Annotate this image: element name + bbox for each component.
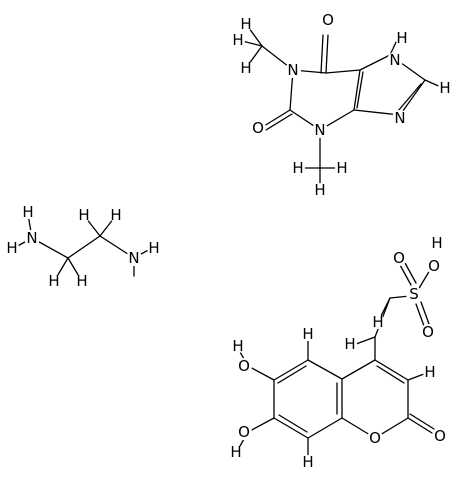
atom-h-oh7: H	[229, 443, 243, 461]
coumarin-sulfonic-acid-molecule: H H S O O O H H H O H O O H O H	[229, 234, 448, 471]
svg-text:H: H	[424, 363, 435, 381]
atom-h-n7: H	[395, 29, 409, 47]
svg-text:O: O	[238, 423, 250, 441]
atom-h-c2-b: H	[109, 206, 123, 224]
svg-text:H: H	[431, 234, 442, 252]
atom-h-me1-c: H	[239, 59, 253, 77]
theophylline-atoms: N H N N N O O H H H H H H H	[231, 11, 452, 199]
atom-o-sulfonyl-top: O	[391, 249, 407, 267]
svg-text:O: O	[428, 257, 440, 275]
atom-o2: O	[250, 119, 266, 137]
svg-text:H: H	[396, 29, 407, 47]
svg-text:H: H	[240, 59, 251, 77]
svg-text:H: H	[240, 15, 251, 33]
atom-n1-en: N	[24, 229, 40, 247]
atom-n1: N	[285, 61, 301, 79]
coumarin-atoms: H H S O O O H H H O H O O H O H	[229, 234, 448, 471]
svg-text:H: H	[6, 239, 17, 257]
atom-h-c3: H	[423, 363, 437, 381]
theophylline-molecule: N H N N N O O H H H H H H H	[231, 11, 452, 199]
svg-text:O: O	[369, 429, 381, 447]
ethylenediamine-atoms: H N H H H H H N H	[5, 203, 161, 290]
atom-h-c2-a: H	[77, 206, 91, 224]
svg-text:O: O	[238, 357, 250, 375]
atom-h-c8: H	[438, 79, 452, 97]
atom-h-c1-a: H	[47, 272, 61, 290]
svg-text:N: N	[314, 121, 325, 139]
svg-text:N: N	[128, 249, 139, 267]
svg-text:S: S	[409, 285, 419, 303]
atom-o-sulfonyl-bottom: O	[420, 323, 436, 341]
svg-text:H: H	[230, 443, 241, 461]
svg-text:H: H	[314, 181, 325, 199]
svg-text:O: O	[252, 119, 264, 137]
atom-o6-hydroxyl: O	[236, 357, 252, 375]
svg-text:O: O	[393, 249, 405, 267]
atom-h-n1-b: H	[5, 239, 19, 257]
atom-h-ch2-b: H	[371, 313, 385, 331]
svg-text:H: H	[76, 272, 87, 290]
svg-text:H: H	[302, 325, 313, 343]
svg-text:H: H	[336, 159, 347, 177]
atom-h-me3-a: H	[291, 159, 305, 177]
svg-text:H: H	[439, 79, 450, 97]
atom-h-c5: H	[301, 325, 315, 343]
svg-text:O: O	[422, 323, 434, 341]
atom-n7: N	[387, 51, 403, 69]
atom-n9: N	[392, 109, 408, 127]
atom-h-n1-a: H	[21, 203, 35, 221]
atom-o6: O	[320, 11, 336, 29]
atom-s: S	[406, 285, 422, 303]
coumarin-bonds	[239, 262, 435, 459]
svg-text:N: N	[287, 61, 298, 79]
atom-h-me3-b: H	[335, 159, 349, 177]
atom-h-ch2-a: H	[343, 335, 357, 353]
svg-text:H: H	[344, 335, 355, 353]
svg-text:H: H	[372, 313, 383, 331]
atom-o-hydroxyl-s: O	[426, 257, 442, 275]
svg-text:H: H	[232, 31, 243, 49]
atom-h-so3h: H	[431, 234, 442, 252]
svg-text:H: H	[48, 272, 59, 290]
svg-text:N: N	[389, 51, 400, 69]
svg-text:H: H	[110, 206, 121, 224]
atom-h-c8: H	[301, 453, 315, 471]
atom-o-carbonyl: O	[432, 427, 448, 445]
svg-text:H: H	[292, 159, 303, 177]
atom-o-ring: O	[367, 429, 383, 447]
atom-h-n2: H	[147, 239, 161, 257]
svg-text:H: H	[22, 203, 33, 221]
svg-text:N: N	[26, 229, 37, 247]
ethylenediamine-molecule: H N H H H H H N H	[5, 203, 161, 290]
atom-o7-hydroxyl: O	[236, 423, 252, 441]
svg-text:H: H	[148, 239, 159, 257]
atom-n3: N	[312, 121, 328, 139]
svg-text:O: O	[434, 427, 446, 445]
atom-h-me1-b: H	[239, 15, 253, 33]
atom-h-me3-c: H	[313, 181, 327, 199]
svg-text:H: H	[232, 337, 243, 355]
svg-text:O: O	[322, 11, 334, 29]
svg-text:H: H	[78, 206, 89, 224]
atom-h-me1-a: H	[231, 31, 245, 49]
svg-text:H: H	[302, 453, 313, 471]
atom-n2-en: N	[126, 249, 142, 267]
atom-h-c1-b: H	[75, 272, 89, 290]
svg-text:N: N	[394, 109, 405, 127]
atom-h-oh6: H	[231, 337, 245, 355]
